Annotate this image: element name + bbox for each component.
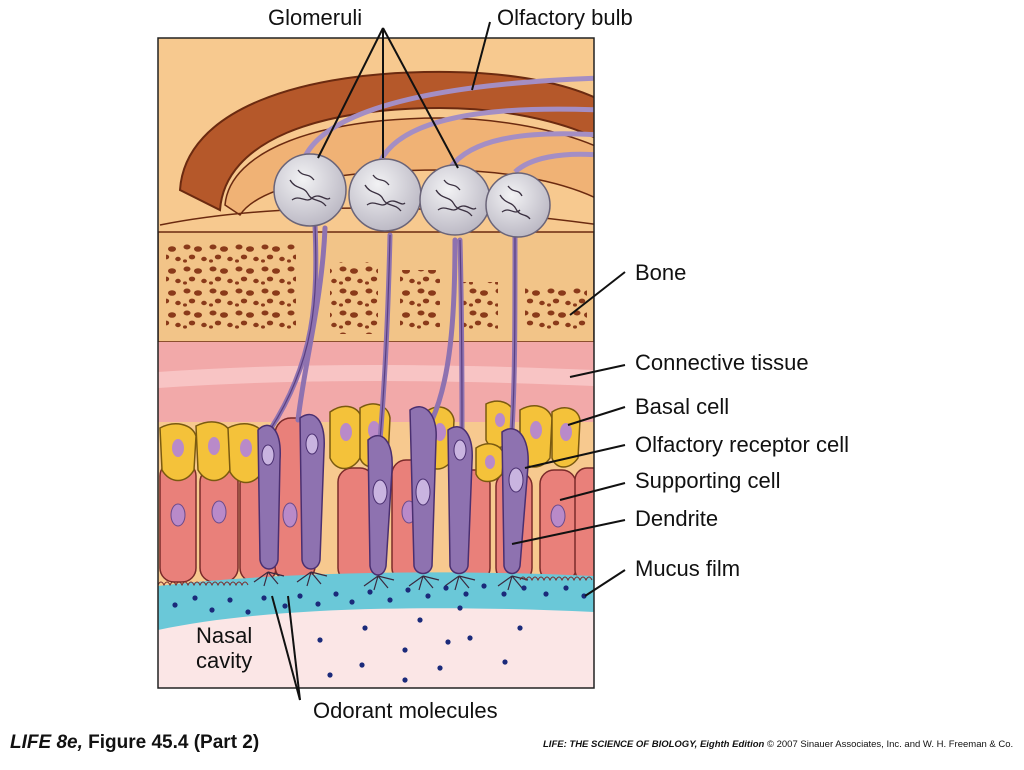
label-odorant-molecules: Odorant molecules [313, 698, 498, 723]
olfactory-bulb-arc [178, 70, 594, 212]
tissue-panel [158, 38, 594, 688]
label-basal-cell: Basal cell [635, 394, 730, 419]
label-olfactory-receptor-cell: Olfactory receptor cell [635, 432, 849, 457]
nasal-cavity [158, 598, 594, 688]
label-cavity: cavity [196, 648, 253, 673]
label-olfactory-bulb: Olfactory bulb [497, 5, 633, 30]
copyright-credit: LIFE: THE SCIENCE OF BIOLOGY, Eighth Edi… [543, 739, 1013, 750]
figure-caption: LIFE 8e, Figure 45.4 (Part 2) [10, 732, 259, 754]
label-connective-tissue: Connective tissue [635, 350, 809, 375]
label-nasal: Nasal [196, 623, 253, 648]
label-glomeruli: Glomeruli [268, 5, 363, 30]
label-supporting-cell: Supporting cell [635, 468, 781, 493]
cilia [253, 571, 529, 591]
credit-title: LIFE: THE SCIENCE OF BIOLOGY, Eighth Edi… [543, 739, 765, 750]
credit-rights: © 2007 Sinauer Associates, Inc. and W. H… [764, 739, 1014, 750]
leader-lines [271, 21, 626, 701]
caption-book: LIFE 8e, [10, 732, 83, 753]
odorant-molecule-dots [172, 583, 587, 683]
caption-figure: Figure 45.4 (Part 2) [82, 732, 260, 753]
label-mucus-film: Mucus film [635, 556, 741, 581]
label-bone: Bone [635, 260, 687, 285]
glomeruli [273, 153, 551, 238]
label-dendrite: Dendrite [635, 506, 719, 531]
